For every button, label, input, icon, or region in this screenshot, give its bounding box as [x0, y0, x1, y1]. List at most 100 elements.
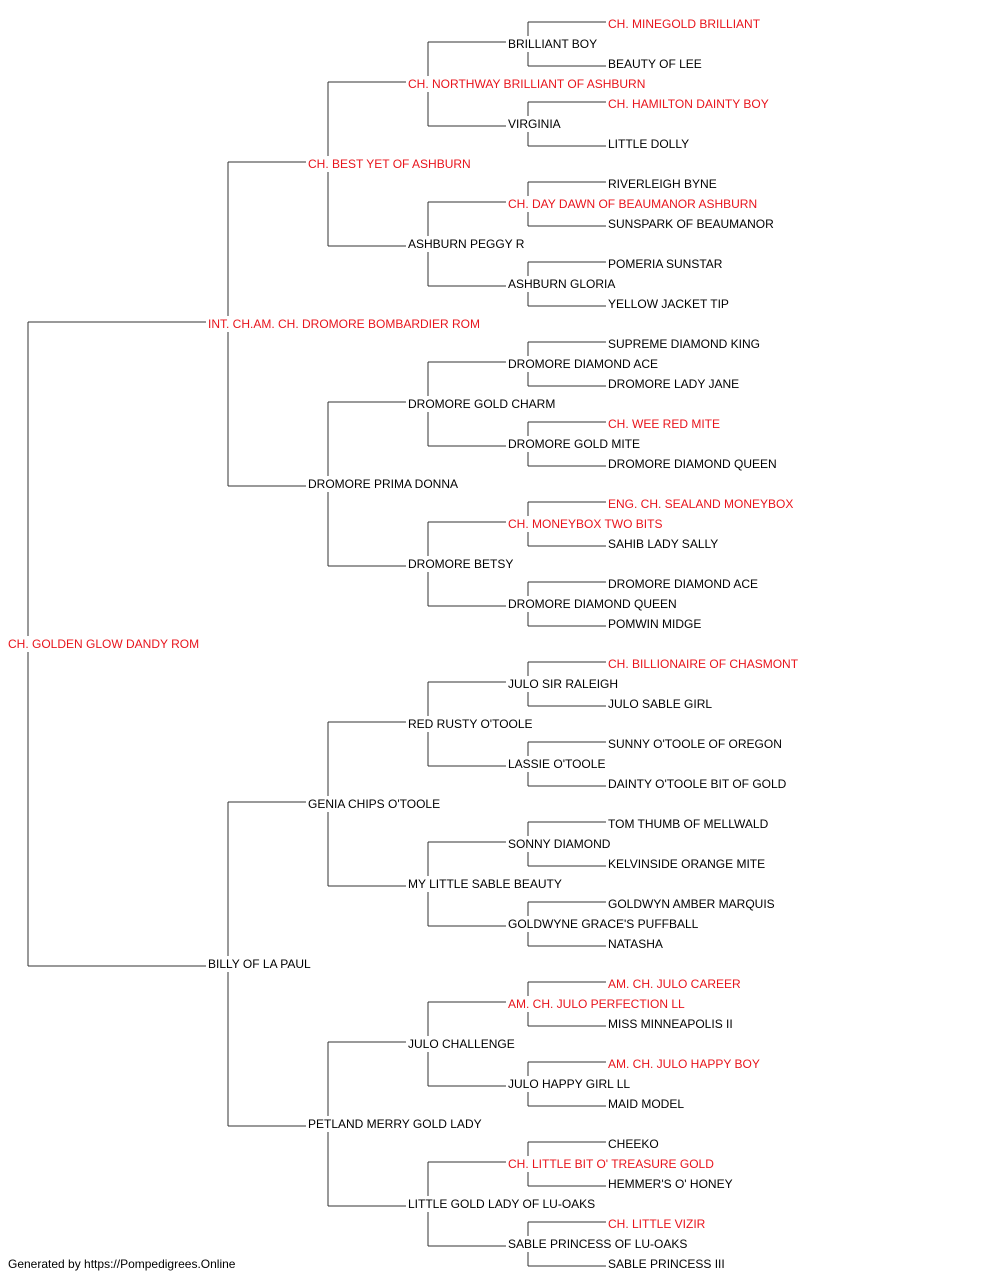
label-background: [606, 296, 731, 312]
ancestor-name: RED RUSTY O'TOOLE: [408, 717, 533, 731]
label-background: [606, 1256, 727, 1272]
label-background: [506, 36, 600, 52]
label-background: [406, 236, 527, 252]
ancestor-name: SUNNY O'TOOLE OF OREGON: [608, 737, 782, 751]
label-background: [606, 376, 742, 392]
ancestor-name: VIRGINIA: [508, 117, 561, 131]
label-background: [306, 476, 461, 492]
label-background: [406, 1036, 517, 1052]
label-background: [606, 536, 721, 552]
ancestor-name: CH. BEST YET OF ASHBURN: [308, 157, 471, 171]
label-background: [306, 796, 443, 812]
label-background: [506, 1076, 633, 1092]
ancestor-name: CH. DAY DAWN OF BEAUMANOR ASHBURN: [508, 197, 757, 211]
label-background: [606, 936, 665, 952]
ancestor-name: JULO HAPPY GIRL LL: [508, 1077, 630, 1091]
label-background: [606, 1096, 687, 1112]
ancestor-name: ASHBURN GLORIA: [508, 277, 615, 291]
ancestor-name: SONNY DIAMOND: [508, 837, 611, 851]
label-background: [406, 396, 558, 412]
label-background: [606, 96, 771, 112]
ancestor-name: DROMORE DIAMOND QUEEN: [508, 597, 677, 611]
ancestor-name: DAINTY O'TOOLE BIT OF GOLD: [608, 777, 787, 791]
ancestor-name: MAID MODEL: [608, 1097, 684, 1111]
label-background: [406, 876, 564, 892]
label-background: [506, 436, 643, 452]
label-background: [606, 1216, 708, 1232]
label-background: [6, 636, 202, 652]
ancestor-name: DROMORE GOLD CHARM: [408, 397, 555, 411]
label-background: [606, 1136, 661, 1152]
ancestor-name: DROMORE DIAMOND ACE: [608, 577, 758, 591]
sire-name: INT. CH.AM. CH. DROMORE BOMBARDIER ROM: [208, 317, 480, 331]
ancestor-name: LITTLE GOLD LADY OF LU-OAKS: [408, 1197, 595, 1211]
ancestor-name: DROMORE DIAMOND ACE: [508, 357, 658, 371]
label-background: [606, 216, 777, 232]
label-background: [406, 76, 648, 92]
label-background: [606, 456, 779, 472]
ancestor-name: CH. LITTLE VIZIR: [608, 1217, 706, 1231]
label-background: [606, 576, 761, 592]
label-background: [206, 316, 483, 332]
label-background: [506, 916, 701, 932]
ancestor-name: BEAUTY OF LEE: [608, 57, 702, 71]
label-background: [506, 596, 679, 612]
ancestor-name: DROMORE PRIMA DONNA: [308, 477, 458, 491]
label-background: [606, 136, 692, 152]
label-background: [506, 1236, 690, 1252]
ancestor-name: LITTLE DOLLY: [608, 137, 689, 151]
label-background: [606, 616, 704, 632]
ancestor-name: JULO CHALLENGE: [408, 1037, 515, 1051]
ancestor-name: HEMMER'S O' HONEY: [608, 1177, 733, 1191]
label-background: [506, 1156, 717, 1172]
label-background: [606, 256, 725, 272]
ancestor-name: GOLDWYNE GRACE'S PUFFBALL: [508, 917, 699, 931]
ancestor-name: MISS MINNEAPOLIS II: [608, 1017, 733, 1031]
label-background: [406, 556, 516, 572]
ancestor-name: KELVINSIDE ORANGE MITE: [608, 857, 765, 871]
ancestor-name: PETLAND MERRY GOLD LADY: [308, 1117, 482, 1131]
ancestor-name: DROMORE LADY JANE: [608, 377, 739, 391]
label-background: [306, 156, 473, 172]
label-background: [506, 116, 563, 132]
ancestor-name: CH. WEE RED MITE: [608, 417, 720, 431]
ancestor-name: JULO SIR RALEIGH: [508, 677, 618, 691]
ancestor-name: POMERIA SUNSTAR: [608, 257, 723, 271]
label-background: [206, 956, 314, 972]
label-background: [606, 176, 719, 192]
label-background: [606, 1016, 735, 1032]
ancestor-name: SAHIB LADY SALLY: [608, 537, 718, 551]
label-background: [506, 196, 760, 212]
label-background: [606, 56, 704, 72]
ancestor-name: GOLDWYN AMBER MARQUIS: [608, 897, 775, 911]
ancestor-name: CH. MONEYBOX TWO BITS: [508, 517, 662, 531]
label-background: [506, 276, 618, 292]
label-background: [506, 516, 665, 532]
label-background: [606, 736, 784, 752]
ancestor-name: JULO SABLE GIRL: [608, 697, 712, 711]
label-background: [406, 1196, 598, 1212]
label-background: [606, 496, 796, 512]
ancestor-name: ENG. CH. SEALAND MONEYBOX: [608, 497, 793, 511]
ancestor-name: CH. NORTHWAY BRILLIANT OF ASHBURN: [408, 77, 645, 91]
ancestor-name: ASHBURN PEGGY R: [408, 237, 525, 251]
label-background: [606, 656, 801, 672]
label-background: [606, 1176, 735, 1192]
ancestor-name: CH. LITTLE BIT O' TREASURE GOLD: [508, 1157, 714, 1171]
label-background: [606, 816, 771, 832]
label-background: [506, 676, 621, 692]
ancestor-name: DROMORE BETSY: [408, 557, 513, 571]
ancestor-name: AM. CH. JULO CAREER: [608, 977, 741, 991]
subject-name: CH. GOLDEN GLOW DANDY ROM: [8, 637, 199, 651]
ancestor-name: CHEEKO: [608, 1137, 659, 1151]
ancestor-name: AM. CH. JULO PERFECTION LL: [508, 997, 685, 1011]
ancestor-name: BRILLIANT BOY: [508, 37, 597, 51]
ancestor-name: DROMORE GOLD MITE: [508, 437, 640, 451]
label-background: [406, 716, 535, 732]
label-background: [606, 336, 763, 352]
label-background: [606, 856, 768, 872]
label-background: [506, 356, 661, 372]
ancestor-name: DROMORE DIAMOND QUEEN: [608, 457, 777, 471]
label-background: [506, 756, 608, 772]
